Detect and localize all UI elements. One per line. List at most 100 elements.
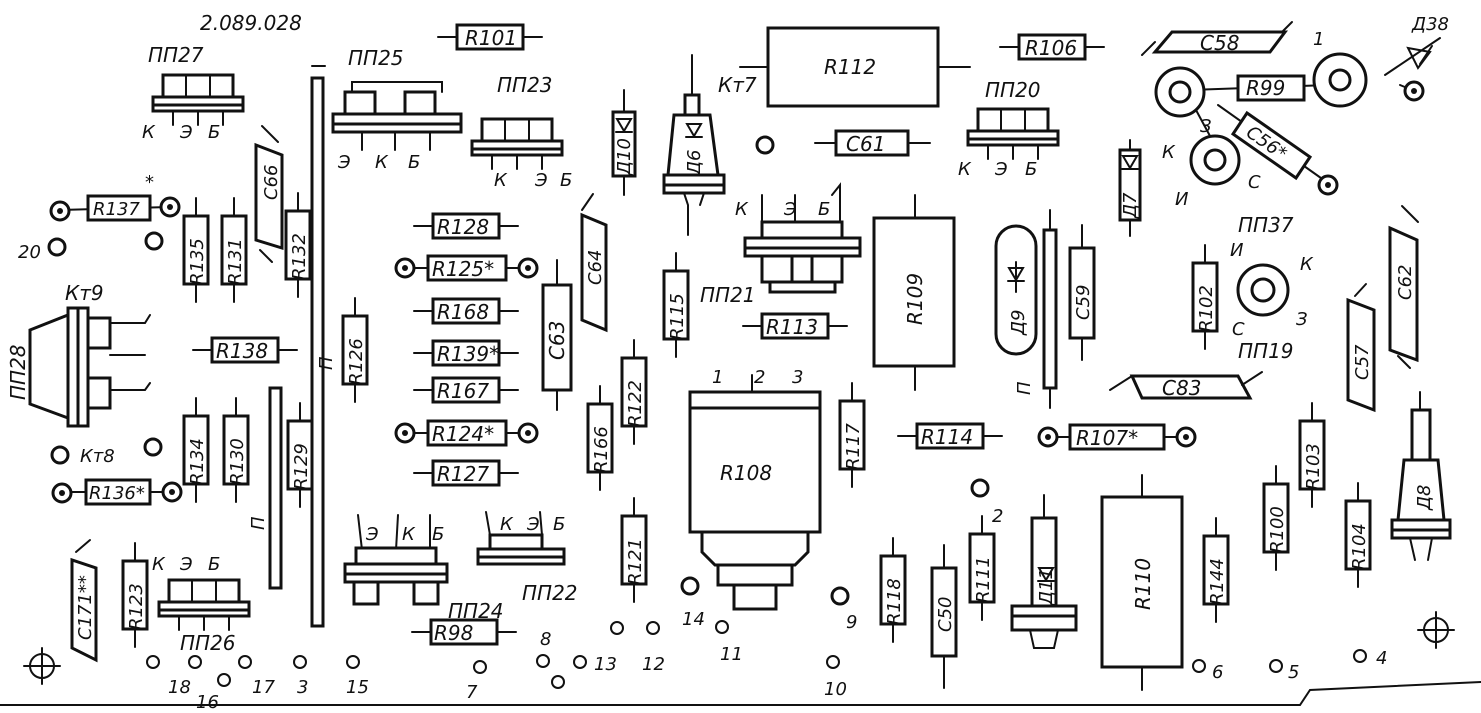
pp21-label: ПП21 [700,283,756,307]
resistor-r106: R106 [998,33,1106,61]
capacitor-c57: C57 [1346,283,1376,413]
r108-label: R108 [720,461,772,485]
resistor-r131: R131 [220,196,248,304]
diode-d38: Д38 [1384,14,1449,91]
capacitor-c64: C64 [580,193,608,333]
resistor-r111: R111 [968,514,996,622]
resistor-r136: R136* [59,478,173,506]
resistor-r122: R122 [620,338,648,446]
r126-label: R126 [346,338,367,385]
pp22-pin-e: Э [526,514,540,535]
pp19-label: ПП19 [1238,339,1294,363]
pp27-label: ПП27 [148,43,204,67]
r168-label: R168 [437,300,489,324]
c57-label: C57 [1352,344,1373,380]
resistor-r137: R137 * [59,172,171,222]
r115-label: R115 [667,293,688,340]
d7-label: Д7 [1120,192,1141,219]
resistor-r126: R126 [341,296,369,404]
resistor-r98: R98 [410,618,518,646]
d38-label: Д38 [1411,14,1449,35]
r98-label: R98 [434,621,473,645]
pp37-label: ПП37 [1238,213,1294,237]
pp23-pin-k: К [494,170,508,191]
transistor-pp37: ПП37 И К С З ПП19 [1230,213,1314,363]
diode-d7: Д7 [1118,139,1142,237]
board-edge [0,681,1481,706]
pp27-pin-b: Б [208,122,220,143]
r130-label: R130 [227,438,248,485]
num-11: 11 [720,644,743,665]
num-16: 16 [196,692,219,713]
r135-label: R135 [187,238,208,285]
r136-label: R136* [89,483,145,504]
drawing-number: 2.089.028 [200,11,302,35]
r111-label: R111 [973,556,994,603]
pp25-pin-e: Э [337,152,351,173]
pin-numbers: 20 Кт8 18 16 17 3 15 7 8 13 12 14 11 10 … [18,242,1387,713]
num-12: 12 [642,654,665,675]
pp23-pin-b: Б [560,170,572,191]
jumper-wire-mid: П [248,386,283,590]
capacitor-c58: C58 [1141,21,1293,56]
resistor-r134: R134 [182,396,210,504]
pp27-pin-e: Э [179,122,193,143]
kt8-label: Кт8 [80,446,115,467]
c63-label: C63 [545,321,569,360]
pp20-pin-e: Э [994,159,1008,180]
resistor-r139: R139* [412,339,520,367]
r129-label: R129 [291,443,312,490]
pp22-pin-k: К [500,514,514,535]
registration-mark-left [23,647,61,685]
resistor-r109: R109 [872,194,956,391]
r121-label: R121 [625,538,646,585]
pp24-label: ПП24 [448,599,504,623]
num-14: 14 [682,609,705,630]
pp26-pin-b: Б [208,554,220,575]
pp37-pin-k: К [1300,254,1314,275]
r137-star: * [145,172,154,193]
pp26-label: ПП26 [180,631,236,655]
diode-d9: Д9 [994,224,1038,356]
transistor-pp22: К Э Б ПП22 [476,511,578,605]
connector-holes [146,620,1367,689]
num-13: 13 [594,654,617,675]
r139-label: R139* [437,342,499,366]
resistor-r103: R103 [1298,401,1326,509]
pp26-pin-e: Э [179,554,193,575]
resistor-r129: R129 [286,401,314,509]
r102-label: R102 [1196,285,1217,332]
c66-label: C66 [261,165,282,200]
pp23-pin-e: Э [534,170,548,191]
pp37-pin-s: С [1232,319,1245,340]
num-3: 3 [297,677,308,698]
r104-label: R104 [1349,523,1370,570]
transistor-pp21: К Э Б ПП21 [700,182,862,307]
d9-label: Д9 [1008,309,1029,336]
capacitor-c62: C62 [1388,205,1419,369]
d8-label: Д8 [1414,484,1435,511]
fet-pin-1: 1 [1313,29,1324,50]
fet-pin-i: И [1175,189,1188,210]
r113-label: R113 [766,315,818,339]
r109-label: R109 [903,273,927,325]
r137-label: R137 [93,199,140,220]
kt7-label: Кт7 [718,73,757,97]
capacitor-c63: C63 [541,259,573,411]
r134-label: R134 [187,438,208,485]
r100-label: R100 [1267,506,1288,553]
pp27-pin-k: К [142,122,156,143]
r131-label: R131 [225,238,246,285]
transistor-pp23: ПП23 К Э Б [470,73,572,191]
c50-label: C50 [935,597,956,632]
r125-label: R125* [432,257,494,281]
resistor-r104: R104 [1344,481,1372,589]
r112-label: R112 [824,55,876,79]
resistor-r100: R100 [1262,464,1290,572]
d11-label: Д11 [1036,568,1057,606]
num-2: 2 [754,367,765,388]
r138-label: R138 [216,339,268,363]
r118-label: R118 [884,578,905,625]
resistor-r108: R108 [688,374,822,611]
